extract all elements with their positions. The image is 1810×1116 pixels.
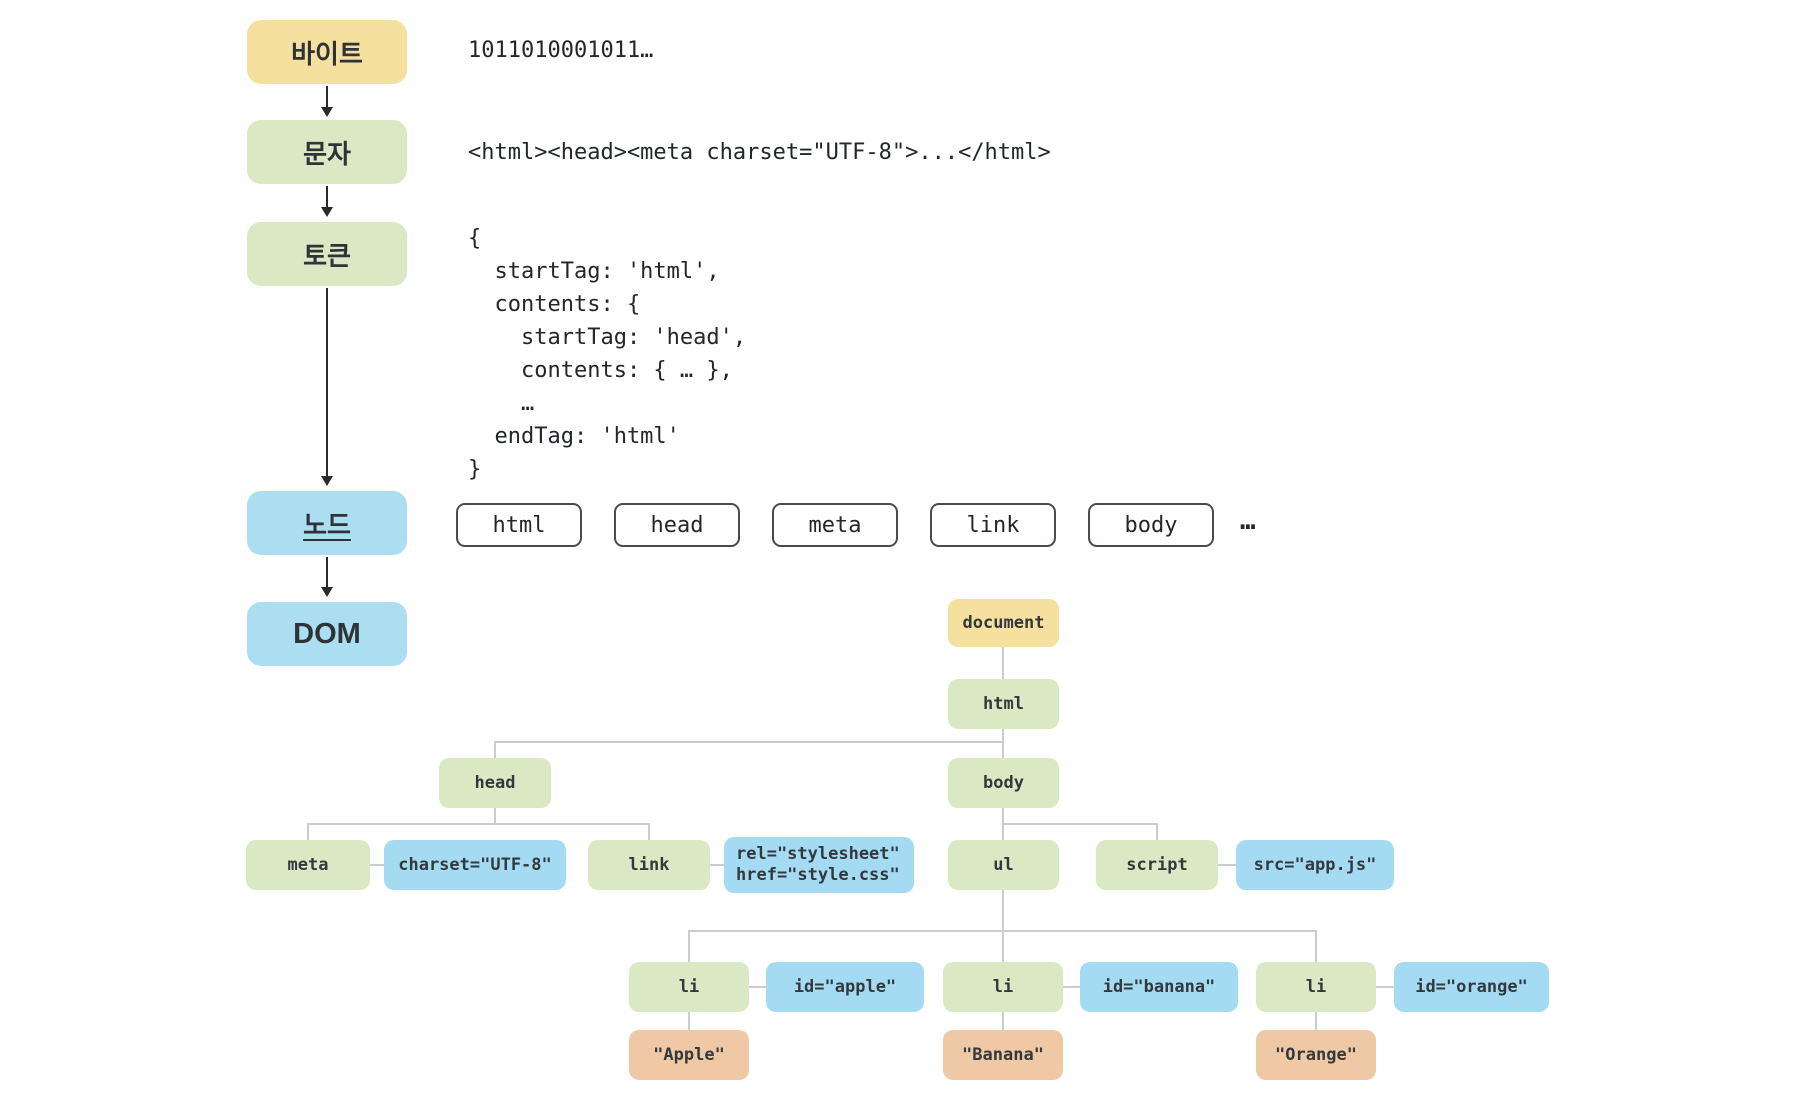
- tree-connector: [1002, 890, 1004, 962]
- arrow-line: [326, 86, 328, 109]
- tree-node-li: li: [1256, 962, 1376, 1012]
- tree-node-ul: ul: [948, 840, 1059, 890]
- tree-node-html: html: [948, 679, 1059, 729]
- tree-attr-id-banana: id="banana": [1080, 962, 1238, 1012]
- attr-connector: [1376, 986, 1394, 988]
- tree-attr-id-apple: id="apple": [766, 962, 924, 1012]
- tree-connector: [494, 741, 1004, 743]
- attr-connector: [1063, 986, 1080, 988]
- attr-connector: [749, 986, 766, 988]
- tree-connector: [1156, 823, 1158, 840]
- tree-node-li: li: [943, 962, 1063, 1012]
- tree-node-li: li: [629, 962, 749, 1012]
- tree-connector: [688, 930, 690, 962]
- attr-connector: [370, 864, 384, 866]
- node-box-head: head: [614, 503, 740, 547]
- tree-text-banana: "Banana": [943, 1030, 1063, 1080]
- tree-connector: [1315, 930, 1317, 962]
- stage-nodes-box: 노드: [247, 491, 407, 555]
- arrow-line: [326, 288, 328, 477]
- tree-attr-id-orange: id="orange": [1394, 962, 1549, 1012]
- tree-node-meta: meta: [246, 840, 370, 890]
- tree-attr-src: src="app.js": [1236, 840, 1394, 890]
- tree-connector: [688, 1012, 690, 1030]
- tree-connector: [688, 930, 1317, 932]
- arrow-line: [326, 186, 328, 209]
- tree-connector: [1002, 647, 1004, 679]
- stage-tokens-box: 토큰: [247, 222, 407, 286]
- node-box-link: link: [930, 503, 1056, 547]
- tree-attr-charset: charset="UTF-8": [384, 840, 566, 890]
- arrow-line: [326, 557, 328, 589]
- tree-connector: [648, 823, 650, 840]
- arrow-head-icon: [321, 587, 333, 597]
- stage-dom-box: DOM: [247, 602, 407, 666]
- tree-attr-stylesheet: rel="stylesheet" href="style.css": [724, 837, 914, 893]
- tree-connector: [1315, 1012, 1317, 1030]
- byte-stream-text: 1011010001011…: [468, 38, 654, 63]
- tree-connector: [307, 823, 309, 840]
- arrow-head-icon: [321, 107, 333, 117]
- tree-connector: [1002, 1012, 1004, 1030]
- tree-node-link: link: [588, 840, 710, 890]
- tree-connector: [494, 741, 496, 758]
- tree-connector: [494, 808, 496, 825]
- node-box-html: html: [456, 503, 582, 547]
- node-box-body: body: [1088, 503, 1214, 547]
- tree-connector: [1002, 823, 1158, 825]
- tree-connector: [307, 823, 650, 825]
- tree-node-script: script: [1096, 840, 1218, 890]
- token-code-block: { startTag: 'html', contents: { startTag…: [468, 226, 747, 482]
- tree-node-head: head: [439, 758, 551, 808]
- char-stream-text: <html><head><meta charset="UTF-8">...</h…: [468, 140, 1051, 165]
- tree-text-orange: "Orange": [1256, 1030, 1376, 1080]
- stage-chars-box: 문자: [247, 120, 407, 184]
- tree-node-body: body: [948, 758, 1059, 808]
- tree-connector: [1002, 729, 1004, 758]
- attr-connector: [710, 864, 724, 866]
- node-row-ellipsis: …: [1240, 506, 1256, 536]
- attr-connector: [1218, 864, 1236, 866]
- arrow-head-icon: [321, 207, 333, 217]
- stage-bytes-box: 바이트: [247, 20, 407, 84]
- node-box-meta: meta: [772, 503, 898, 547]
- tree-text-apple: "Apple": [629, 1030, 749, 1080]
- tree-node-document: document: [948, 599, 1059, 647]
- arrow-head-icon: [321, 476, 333, 486]
